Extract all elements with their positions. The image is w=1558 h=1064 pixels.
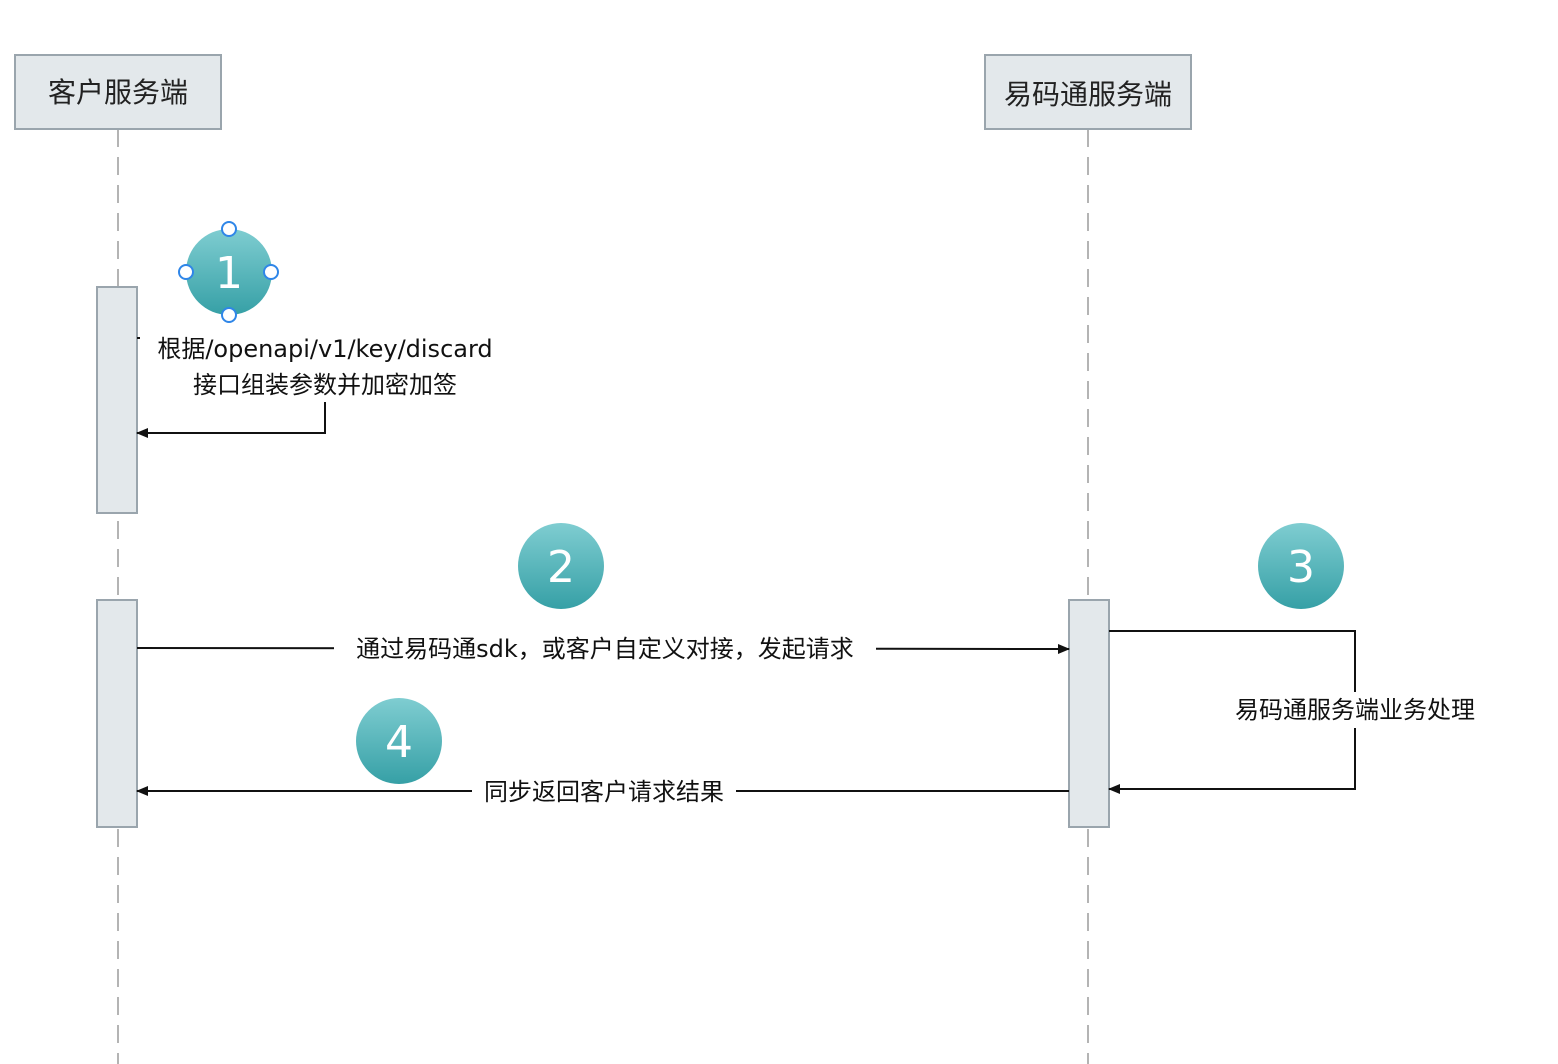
response-label-bg [472,775,736,809]
selection-handle-bottom[interactable] [221,307,237,323]
self-message-1-label-line2[interactable]: 接口组装参数并加密加签 [193,371,457,399]
server-activation[interactable] [1068,599,1110,828]
client-activation-2[interactable] [96,599,138,828]
server-self-message-label-bg [1224,692,1486,728]
step-badge-2-number: 2 [547,542,575,593]
step-badge-3[interactable]: 3 [1258,523,1344,609]
step-badge-4-number: 4 [385,717,413,768]
selection-handle-left[interactable] [178,264,194,280]
client-participant-label: 客户服务端 [48,76,188,109]
step-badge-3-number: 3 [1287,542,1315,593]
self-message-1-label-line1[interactable]: 根据/openapi/v1/key/discard [157,335,492,363]
server-self-message-label[interactable]: 易码通服务端业务处理 [1235,696,1475,724]
selection-handle-right[interactable] [263,264,279,280]
server-participant-label: 易码通服务端 [1004,78,1172,111]
self-message-1-label-bg [140,328,505,402]
client-participant[interactable]: 客户服务端 [14,54,222,130]
step-badge-1-number: 1 [215,248,243,299]
response-label[interactable]: 同步返回客户请求结果 [484,778,724,806]
server-participant[interactable]: 易码通服务端 [984,54,1192,130]
request-label-bg [334,632,876,666]
client-activation-1[interactable] [96,286,138,514]
step-badge-2[interactable]: 2 [518,523,604,609]
selection-handle-top[interactable] [221,221,237,237]
step-badge-4[interactable]: 4 [356,698,442,784]
step-badge-1[interactable]: 1 [178,221,279,323]
request-label[interactable]: 通过易码通sdk，或客户自定义对接，发起请求 [356,635,854,663]
